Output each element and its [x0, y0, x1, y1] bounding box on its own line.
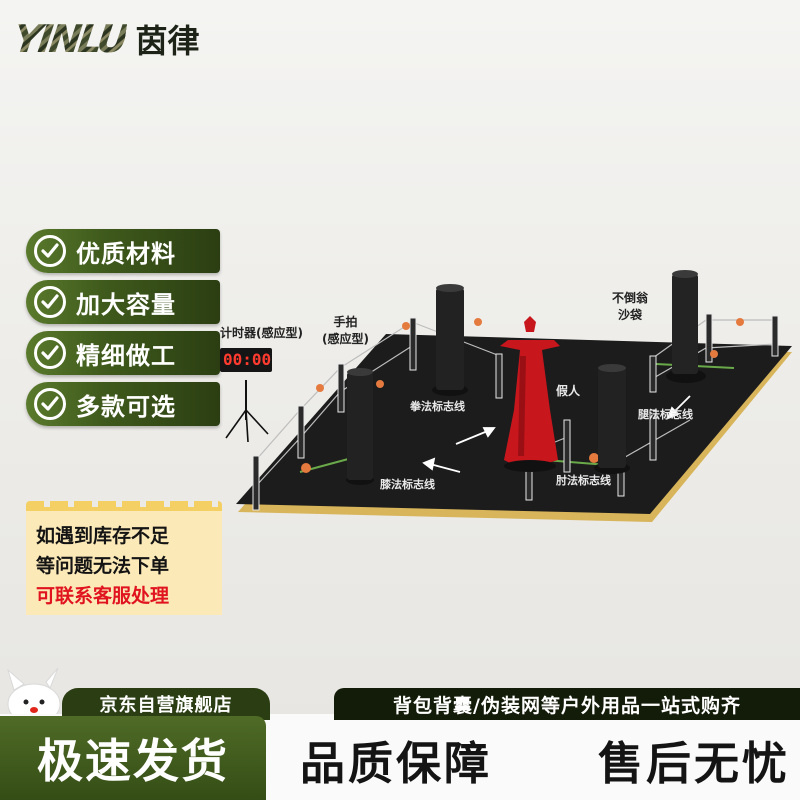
check-circle-icon	[34, 337, 66, 369]
tumbler-bag	[666, 270, 706, 383]
stock-notice: 如遇到库存不足 等问题无法下单 可联系客服处理	[26, 501, 222, 615]
brand-logo: YINLU	[10, 17, 129, 61]
notice-contact-line: 可联系客服处理	[36, 585, 170, 607]
fast-shipping-block: 极速发货	[0, 716, 266, 800]
feature-badge-quality-material: 优质材料	[26, 229, 220, 273]
feature-label: 精细做工	[76, 341, 176, 370]
tumbler-label: 不倒翁 沙袋	[612, 290, 648, 324]
brand-name: 茵律	[135, 22, 200, 60]
notice-line: 如遇到库存不足	[36, 525, 170, 547]
store-badge: 京东自营旗舰店	[62, 688, 270, 720]
check-circle-icon	[34, 235, 66, 267]
tumbler-line: 沙袋	[618, 308, 643, 322]
notice-line: 等问题无法下单	[36, 555, 170, 577]
feature-label: 多款可选	[76, 392, 176, 421]
feature-list: 优质材料 加大容量 精细做工 多款可选	[26, 229, 220, 433]
punch-line-label: 拳法标志线	[410, 400, 465, 413]
heavy-bag-left	[346, 368, 374, 485]
feature-badge-fine-craft: 精细做工	[26, 331, 220, 375]
feature-badge-many-styles: 多款可选	[26, 382, 220, 426]
guarantee-row: 品质保障 售后无忧	[300, 726, 790, 792]
timer-display: 00:00	[223, 350, 272, 369]
check-circle-icon	[34, 388, 66, 420]
hand-target-label: 手拍 (感应型)	[322, 314, 369, 348]
feature-badge-large-capacity: 加大容量	[26, 280, 220, 324]
training-ring-illustration: 计时器(感应型) 00:00 手拍 (感应型) 不倒翁 沙袋 假人 拳法标志线 …	[220, 260, 800, 560]
heavy-bag-right	[594, 364, 630, 474]
dummy-label: 假人	[556, 384, 581, 398]
check-circle-icon	[34, 286, 66, 318]
direction-arrows	[422, 395, 691, 473]
after-sales-text: 售后无忧	[597, 736, 790, 790]
slogan-strip: 背包背囊/伪装网等户外用品一站式购齐	[334, 688, 800, 720]
timer-stand	[220, 348, 272, 443]
hand-target-line: (感应型)	[322, 332, 369, 346]
feature-label: 优质材料	[76, 239, 176, 268]
ring-graphic	[220, 270, 792, 522]
brand-header: YINLU 茵律	[10, 14, 200, 64]
timer-label: 计时器(感应型)	[220, 326, 303, 340]
bottom-banner: 京东自营旗舰店 背包背囊/伪装网等户外用品一站式购齐 极速发货 品质保障 售后无…	[0, 680, 800, 800]
hand-targets	[301, 318, 744, 473]
elbow-line-label: 肘法标志线	[556, 474, 611, 487]
heavy-bag-middle	[432, 284, 468, 396]
quality-guarantee-text: 品质保障	[300, 736, 493, 790]
tumbler-line: 不倒翁	[612, 291, 649, 305]
hand-target-line: 手拍	[333, 315, 358, 329]
red-dummy	[500, 316, 560, 472]
knee-line-label: 膝法标志线	[380, 478, 435, 491]
feature-label: 加大容量	[76, 290, 176, 319]
kick-line-label: 腿法标志线	[638, 408, 693, 421]
